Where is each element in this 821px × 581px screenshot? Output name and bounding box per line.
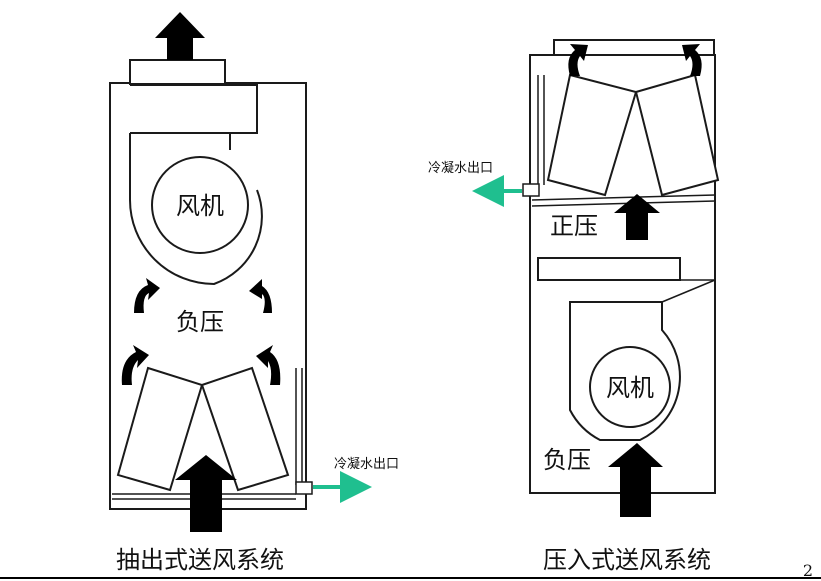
right-mid-arrow: [614, 194, 660, 240]
right-caption: 压入式送风系统: [543, 546, 711, 574]
left-fan-label: 风机: [176, 192, 224, 220]
right-outlet-arrow-2: [682, 44, 702, 76]
page-number: 2: [803, 561, 813, 580]
left-exhaust-system: 风机 负压 冷凝水出口 抽出式送风系统: [109, 12, 399, 574]
left-caption: 抽出式送风系统: [116, 546, 284, 574]
left-coil-2: [200, 366, 290, 492]
left-pressure-label: 负压: [176, 308, 224, 336]
left-fan-duct: [130, 84, 258, 134]
left-airflow-arrow-4: [256, 345, 281, 385]
right-outlet-arrow-1: [568, 44, 588, 76]
left-fan-wheel: [151, 156, 249, 254]
right-top-outlet: [553, 39, 715, 56]
left-inlet-arrow: [175, 455, 237, 532]
right-drain-pipe: [537, 75, 545, 185]
left-exhaust-arrow: [155, 12, 205, 60]
right-coil-1: [546, 73, 638, 197]
left-drain-pipe: [295, 368, 303, 485]
left-airflow-arrow-2: [249, 279, 272, 313]
right-fan-wheel: [589, 346, 671, 428]
left-fan-volute: [129, 133, 263, 286]
right-coil-2: [634, 73, 720, 197]
left-condensate-label: 冷凝水出口: [334, 456, 399, 472]
left-coil-1: [116, 366, 204, 492]
left-top-outlet: [129, 59, 226, 85]
right-negative-pressure-label: 负压: [543, 446, 591, 474]
right-supply-system: 冷凝水出口 正压 风机 负压 压入式送风系统: [428, 39, 720, 574]
left-airflow-arrow-1: [134, 278, 160, 313]
right-fan-duct: [537, 257, 681, 281]
left-airflow-arrow-3: [121, 345, 149, 385]
right-condensate-label: 冷凝水出口: [428, 160, 493, 176]
right-positive-pressure-label: 正压: [550, 212, 598, 240]
right-fan-volute: [569, 301, 681, 441]
right-inlet-arrow: [608, 443, 663, 517]
right-fan-label: 风机: [606, 374, 654, 402]
